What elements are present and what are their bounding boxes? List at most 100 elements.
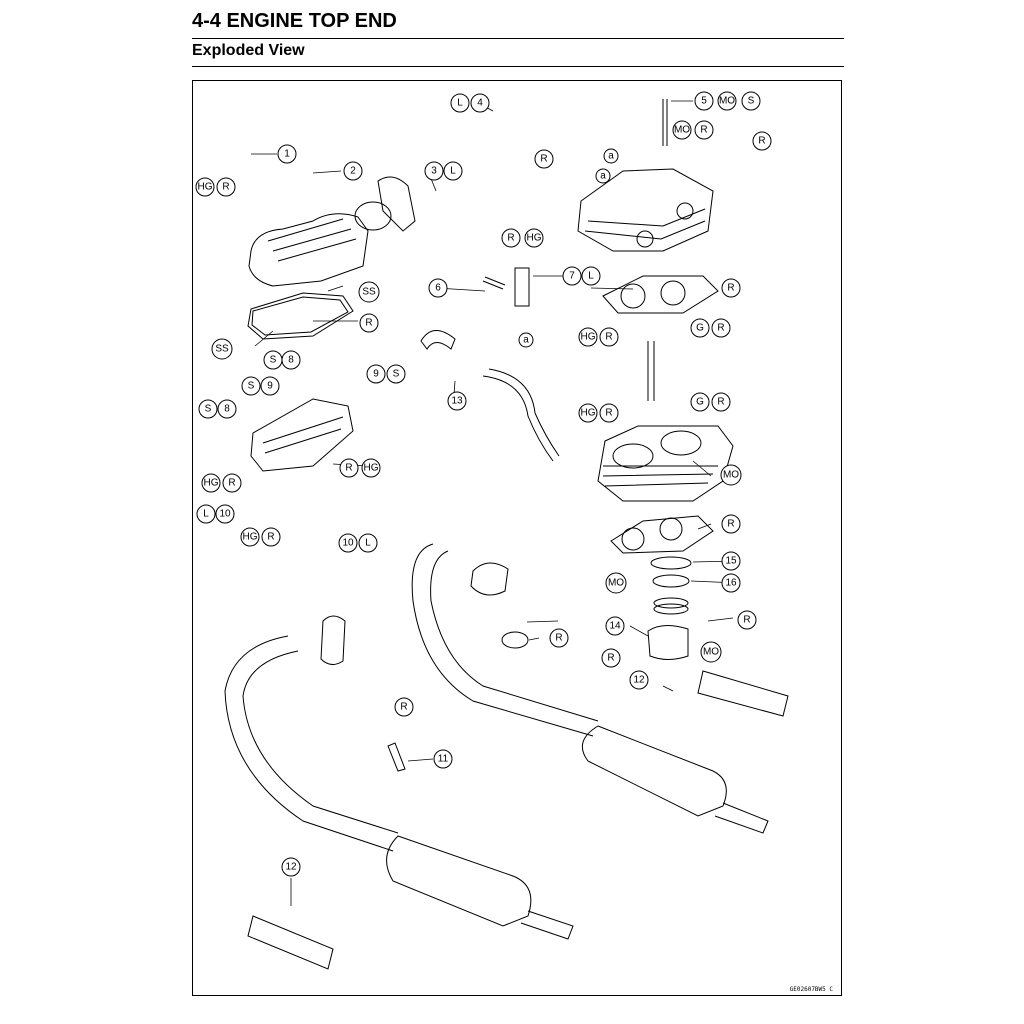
callout-10b-text: 10 [342, 538, 354, 549]
left-muffler-bracket-drawing [247, 915, 334, 970]
callout-a-3 [518, 332, 534, 348]
callout-3-l [424, 161, 463, 181]
callout-s-8-a [263, 350, 301, 370]
callout-rhg-hg-text: HG [527, 233, 542, 244]
callout-15 [721, 551, 741, 571]
callout-r-head2-text: R [540, 154, 547, 165]
callout-r-hg-head [501, 228, 544, 248]
callout-rhg-r-text: R [507, 233, 514, 244]
callout-mo-cyl-text: MO [723, 470, 739, 481]
callout-r-head1-text: R [758, 136, 765, 147]
leader-lines [251, 100, 739, 906]
callout-r-gasket [359, 313, 379, 333]
callout-r-gasket-text: R [365, 318, 372, 329]
callout-gr1-g-text: G [696, 323, 704, 334]
callout-7-text: 7 [569, 271, 575, 282]
callout-l-10-a [196, 504, 235, 524]
callout-r-head-gasket [721, 278, 741, 298]
callout-8b-s-text: S [205, 404, 212, 415]
callout-r-clip-text: R [607, 653, 614, 664]
title-rule [192, 38, 844, 39]
exhaust-gasket-drawing [501, 631, 529, 649]
callout-hgr3-hg-text: HG [581, 408, 596, 419]
callout-mo-rings-text: MO [608, 578, 624, 589]
callout-balloons [195, 91, 772, 877]
callout-a-2 [595, 168, 611, 184]
callout-g-r-2 [690, 392, 731, 412]
drawing-code: GE02607BW5 C [790, 986, 834, 993]
callout-4-text: 4 [477, 98, 483, 109]
callout-8a-s-text: S [270, 355, 277, 366]
callout-5-text: 5 [701, 96, 707, 107]
callout-6 [428, 278, 448, 298]
breather-cover-drawing [377, 176, 416, 232]
piston-ring-15-drawing [650, 556, 692, 570]
callout-7-l [562, 266, 601, 286]
callout-5-s-text: S [748, 96, 755, 107]
piston-ring-16-drawing [652, 574, 690, 588]
callout-9a-s-text: S [393, 369, 400, 380]
subtitle-rule [192, 66, 844, 67]
callout-2-text: 2 [350, 166, 356, 177]
callout-12-a [629, 670, 649, 690]
callout-14-text: 14 [609, 621, 621, 632]
callout-g-r-1 [690, 318, 731, 338]
breather-plate-drawing [354, 201, 392, 231]
callout-7-l-text: L [588, 271, 594, 282]
callout-10a-l-text: L [203, 509, 209, 520]
callout-12a-text: 12 [633, 675, 645, 686]
callout-mor-r-text: R [700, 125, 707, 136]
exploded-view-frame: 1 2 3 L L 4 5 MO S 6 7 L S 8 S 8 9 S S 9… [192, 80, 842, 996]
callout-10-l-b [338, 533, 378, 553]
callout-ss-2 [211, 338, 233, 360]
callout-hg-r-2 [578, 327, 619, 347]
callout-9b-text: 9 [267, 381, 273, 392]
callout-hgr1-hg-text: HG [198, 182, 213, 193]
callout-mo-piston-text: MO [703, 647, 719, 658]
callout-8b-text: 8 [224, 404, 230, 415]
callout-hg-r-3 [578, 403, 619, 423]
callout-r-basegasket-text: R [727, 519, 734, 530]
callout-hgr5-hg-text: HG [243, 532, 258, 543]
right-muffler-drawing [581, 725, 727, 817]
cylinder-head-drawing [577, 168, 714, 252]
callout-9b-s-text: S [248, 381, 255, 392]
callout-16-text: 16 [725, 578, 737, 589]
callout-hgr1-r-text: R [222, 182, 229, 193]
callout-r-headgasket-text: R [727, 283, 734, 294]
callout-mo-cyl [720, 464, 742, 486]
callout-5-mo-s [694, 91, 761, 111]
cylinder-block-drawing [597, 425, 734, 502]
callout-2 [343, 161, 363, 181]
callout-r-hg-rocker [339, 458, 381, 478]
callout-1-text: 1 [284, 149, 290, 160]
callout-r-exhaust [549, 628, 569, 648]
rocker-case-drawing [250, 398, 354, 472]
callout-12b-text: 12 [285, 862, 297, 873]
callout-r-pin [737, 610, 757, 630]
callout-r-clip [601, 648, 621, 668]
right-muffler-bracket-drawing [697, 670, 789, 717]
callout-rhg-rocker-hg-text: HG [364, 463, 379, 474]
callout-6-text: 6 [435, 283, 441, 294]
breather-hose-drawing [420, 330, 456, 350]
callout-13-text: 13 [451, 396, 463, 407]
callout-16 [721, 573, 741, 593]
callout-r-exhaust-text: R [555, 633, 562, 644]
callout-hgr5-r-text: R [267, 532, 274, 543]
exploded-view-diagram: 1 2 3 L L 4 5 MO S 6 7 L S 8 S 8 9 S S 9… [195, 91, 834, 993]
right-exhaust-pipe-drawing [411, 543, 594, 737]
head-cover-drawing [248, 213, 369, 287]
callout-mor-mo-text: MO [674, 125, 690, 136]
callout-3-text: 3 [431, 166, 437, 177]
section-title: 4-4 ENGINE TOP END [192, 10, 397, 32]
callout-1 [277, 144, 297, 164]
callout-hgr2-hg-text: HG [581, 332, 596, 343]
section-subtitle: Exploded View [192, 42, 305, 59]
callout-r-circlip-text: R [400, 702, 407, 713]
part-drawings [224, 99, 789, 970]
callout-15-text: 15 [725, 556, 737, 567]
callout-14 [605, 616, 625, 636]
callout-9a-text: 9 [373, 369, 379, 380]
callout-mo-rings [605, 572, 627, 594]
